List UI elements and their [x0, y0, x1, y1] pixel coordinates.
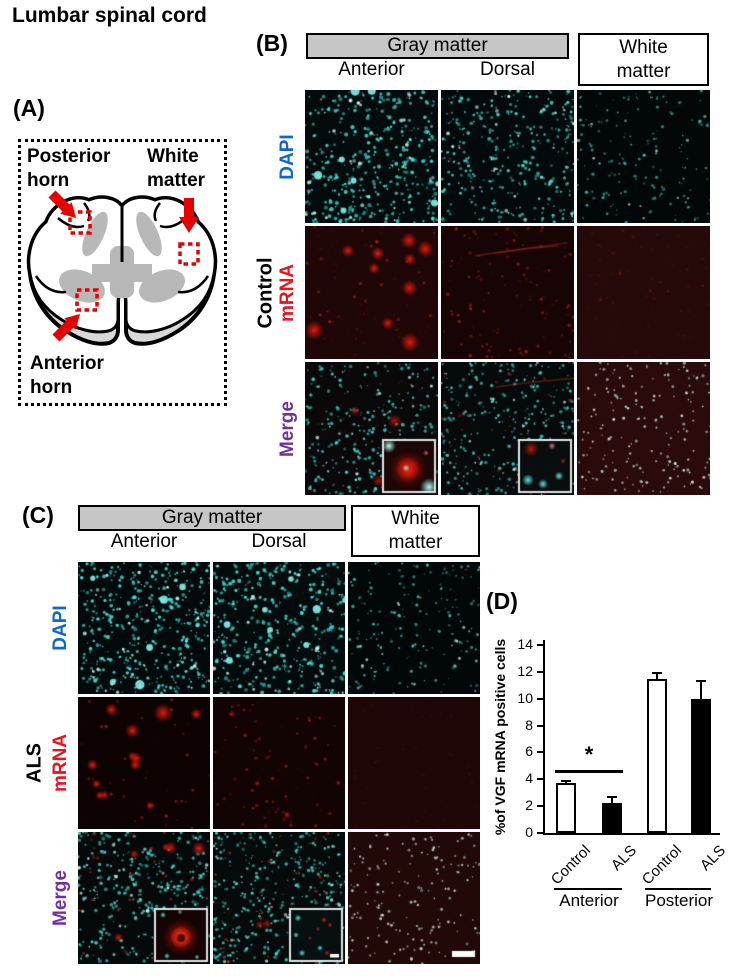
micrograph-als-dapi-anterior [78, 562, 210, 694]
group-underline-posterior [645, 888, 711, 890]
posterior-horn-arrow [48, 190, 76, 218]
micrograph-als-merge-white [348, 832, 480, 964]
panel-c-label: (C) [22, 502, 54, 528]
white-matter-arrow [179, 198, 199, 233]
y-tick-8 [537, 724, 543, 727]
significance-star: * [584, 742, 594, 767]
panel-a-label: (A) [13, 95, 45, 121]
y-tick-6 [537, 751, 543, 754]
white-matter-roi-box [178, 242, 200, 266]
posterior-horn-annotation: Posterior horn [27, 146, 111, 191]
panel-b-micrograph-grid [305, 90, 710, 495]
micrograph-als-merge-dorsal [213, 832, 345, 964]
panel-a-diagram-box [18, 139, 227, 406]
micrograph-control-mrna-white [577, 226, 710, 359]
y-tick-4 [537, 778, 543, 781]
error-bar-cap-als-anterior [607, 796, 617, 799]
y-tick-12 [537, 670, 543, 673]
micrograph-control-merge-white [577, 362, 710, 495]
y-tick-2 [537, 805, 543, 808]
panel-c-row-dapi: DAPI [50, 605, 71, 651]
micrograph-control-mrna-anterior [305, 226, 438, 359]
micrograph-control-dapi-white [577, 90, 710, 223]
micrograph-als-dapi-dorsal [213, 562, 345, 694]
panel-c-condition-label: ALS [23, 743, 46, 783]
anterior-horn-annotation: Anterior horn [30, 353, 104, 398]
bar-als-posterior [691, 698, 711, 833]
micrograph-als-dapi-white [348, 562, 480, 694]
error-bar-stem-als-anterior [611, 797, 613, 804]
panel-c-row-merge: Merge [50, 870, 71, 926]
significance-line [555, 770, 623, 773]
y-tick-10 [537, 697, 543, 700]
spinal-cord-diagram [26, 190, 218, 346]
panel-b-row-dapi: DAPI [277, 134, 298, 180]
error-bar-cap-control-anterior [561, 780, 571, 783]
micrograph-als-mrna-white [348, 697, 480, 829]
bar-control-anterior [556, 783, 576, 833]
x-category-label-control-posterior: Control [638, 842, 686, 889]
x-category-label-als-posterior: ALS [696, 842, 730, 875]
panel-b-col-dorsal: Dorsal [480, 59, 535, 80]
micrograph-als-mrna-anterior [78, 697, 210, 829]
chart-y-axis-title: %of VGF mRNA positive cells [492, 638, 508, 836]
white-matter-annotation: White matter [147, 146, 206, 191]
y-tick-14 [537, 643, 543, 646]
panel-c-row-mrna: mRNA [50, 733, 71, 793]
micrograph-als-merge-anterior [78, 832, 210, 964]
anterior-horn-arrow [52, 314, 80, 342]
micrograph-control-merge-dorsal [441, 362, 574, 495]
micrograph-control-merge-anterior [305, 362, 438, 495]
x-category-label-als-anterior: ALS [607, 842, 641, 875]
micrograph-control-dapi-anterior [305, 90, 438, 223]
panel-b-label: (B) [256, 30, 288, 56]
y-axis [543, 640, 545, 835]
panel-c-gray-matter-header: Gray matter [78, 505, 346, 531]
group-label-anterior: Anterior [559, 891, 619, 910]
group-underline-anterior [554, 888, 622, 890]
error-bar-stem-als-posterior [700, 681, 702, 699]
panel-c-white-matter-header: White matter [351, 505, 480, 557]
panel-b-white-matter-header: White matter [578, 33, 709, 86]
error-bar-stem-control-posterior [656, 673, 658, 679]
y-tick-0 [537, 832, 543, 834]
x-category-label-control-anterior: Control [547, 842, 595, 889]
micrograph-control-dapi-dorsal [441, 90, 574, 223]
panel-c-col-anterior: Anterior [110, 531, 178, 552]
figure-title: Lumbar spinal cord [12, 4, 207, 27]
panel-c-col-dorsal: Dorsal [251, 531, 307, 552]
micrograph-als-mrna-dorsal [213, 697, 345, 829]
panel-b-condition-label: Control [254, 257, 277, 329]
gray-matter-butterfly [59, 211, 185, 303]
x-axis [543, 833, 720, 835]
panel-b-row-merge: Merge [277, 401, 298, 457]
panel-c-micrograph-grid [78, 562, 480, 964]
panel-d-label: (D) [486, 588, 518, 614]
group-label-posterior: Posterior [644, 891, 714, 910]
panel-b-gray-matter-header: Gray matter [306, 33, 569, 59]
micrograph-control-mrna-dorsal [441, 226, 574, 359]
anterior-horn-roi-box [75, 288, 99, 312]
bar-control-posterior [647, 678, 667, 833]
panel-b-col-anterior: Anterior [338, 59, 405, 80]
error-bar-cap-als-posterior [696, 680, 706, 683]
bar-als-anterior [602, 803, 622, 833]
error-bar-cap-control-posterior [652, 672, 662, 675]
panel-b-row-mrna: mRNA [277, 263, 298, 323]
posterior-horn-roi-box [68, 210, 92, 235]
error-bar-stem-control-anterior [565, 781, 567, 784]
